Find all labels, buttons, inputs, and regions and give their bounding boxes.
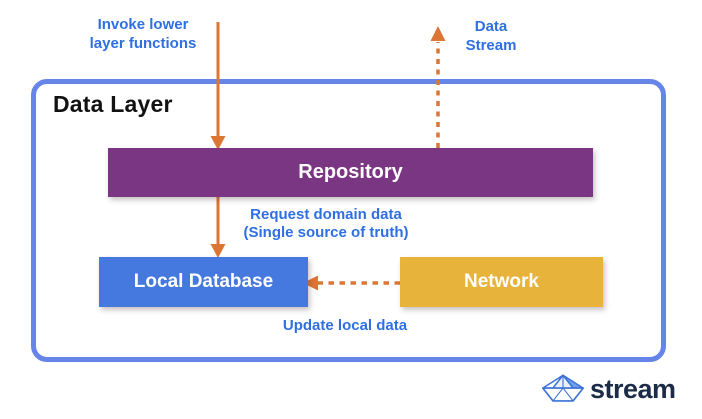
request-annotation-line1: Request domain data	[250, 206, 402, 223]
request-annotation-line2: (Single source of truth)	[243, 224, 409, 241]
invoke-annotation-line2: layer functions	[89, 35, 197, 52]
network-label: Network	[464, 271, 539, 292]
data-stream-annotation-line1: Data	[474, 18, 508, 35]
local-database-label: Local Database	[133, 271, 274, 292]
update-annotation: Update local data	[282, 317, 408, 334]
repository-node: Repository	[108, 148, 593, 197]
paper-boat-icon	[542, 374, 584, 402]
invoke-annotation-line1: Invoke lower	[97, 16, 189, 33]
network-node: Network	[400, 257, 603, 307]
request-annotation: Request domain data (Single source of tr…	[216, 206, 436, 242]
data-stream-annotation-line2: Stream	[465, 37, 517, 54]
stream-logo-text: stream	[590, 373, 676, 404]
invoke-annotation: Invoke lower layer functions	[73, 15, 213, 53]
local-database-node: Local Database	[99, 257, 308, 307]
repository-label: Repository	[298, 161, 403, 183]
data-layer-title: Data Layer	[53, 91, 173, 117]
data-stream-annotation: Data Stream	[451, 17, 531, 55]
data-layer-frame	[31, 79, 666, 362]
stream-logo: stream	[541, 373, 676, 405]
